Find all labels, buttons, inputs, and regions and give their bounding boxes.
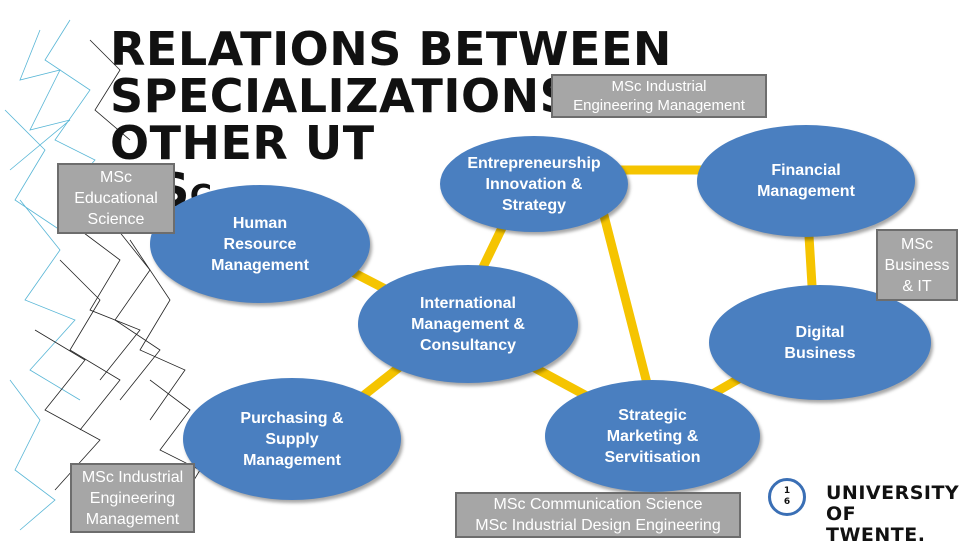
oval-digital-business: Digital Business	[709, 285, 931, 400]
oval-financial-management: Financial Management	[697, 125, 915, 237]
box-msc-communication-design: MSc Communication Science MSc Industrial…	[455, 492, 741, 538]
box-msc-business-it: MSc Business & IT	[876, 229, 958, 301]
box-msc-educational-science: MSc Educational Science	[57, 163, 175, 234]
oval-international-management: International Management & Consultancy	[358, 265, 578, 383]
box-msc-industrial-engineering-bottom: MSc Industrial Engineering Management	[70, 463, 195, 533]
oval-strategic-marketing: Strategic Marketing & Servitisation	[545, 380, 760, 492]
box-msc-industrial-engineering-top: MSc Industrial Engineering Management	[551, 74, 767, 118]
title-line-1: RELATIONS BETWEEN	[110, 22, 672, 76]
oval-entrepreneurship: Entrepreneurship Innovation & Strategy	[440, 136, 628, 232]
page-number: 1 6	[768, 478, 806, 516]
oval-human-resource-management: Human Resource Management	[150, 185, 370, 303]
oval-purchasing-supply-management: Purchasing & Supply Management	[183, 378, 401, 500]
university-of-twente-logo: UNIVERSITY OF TWENTE.	[826, 483, 960, 546]
